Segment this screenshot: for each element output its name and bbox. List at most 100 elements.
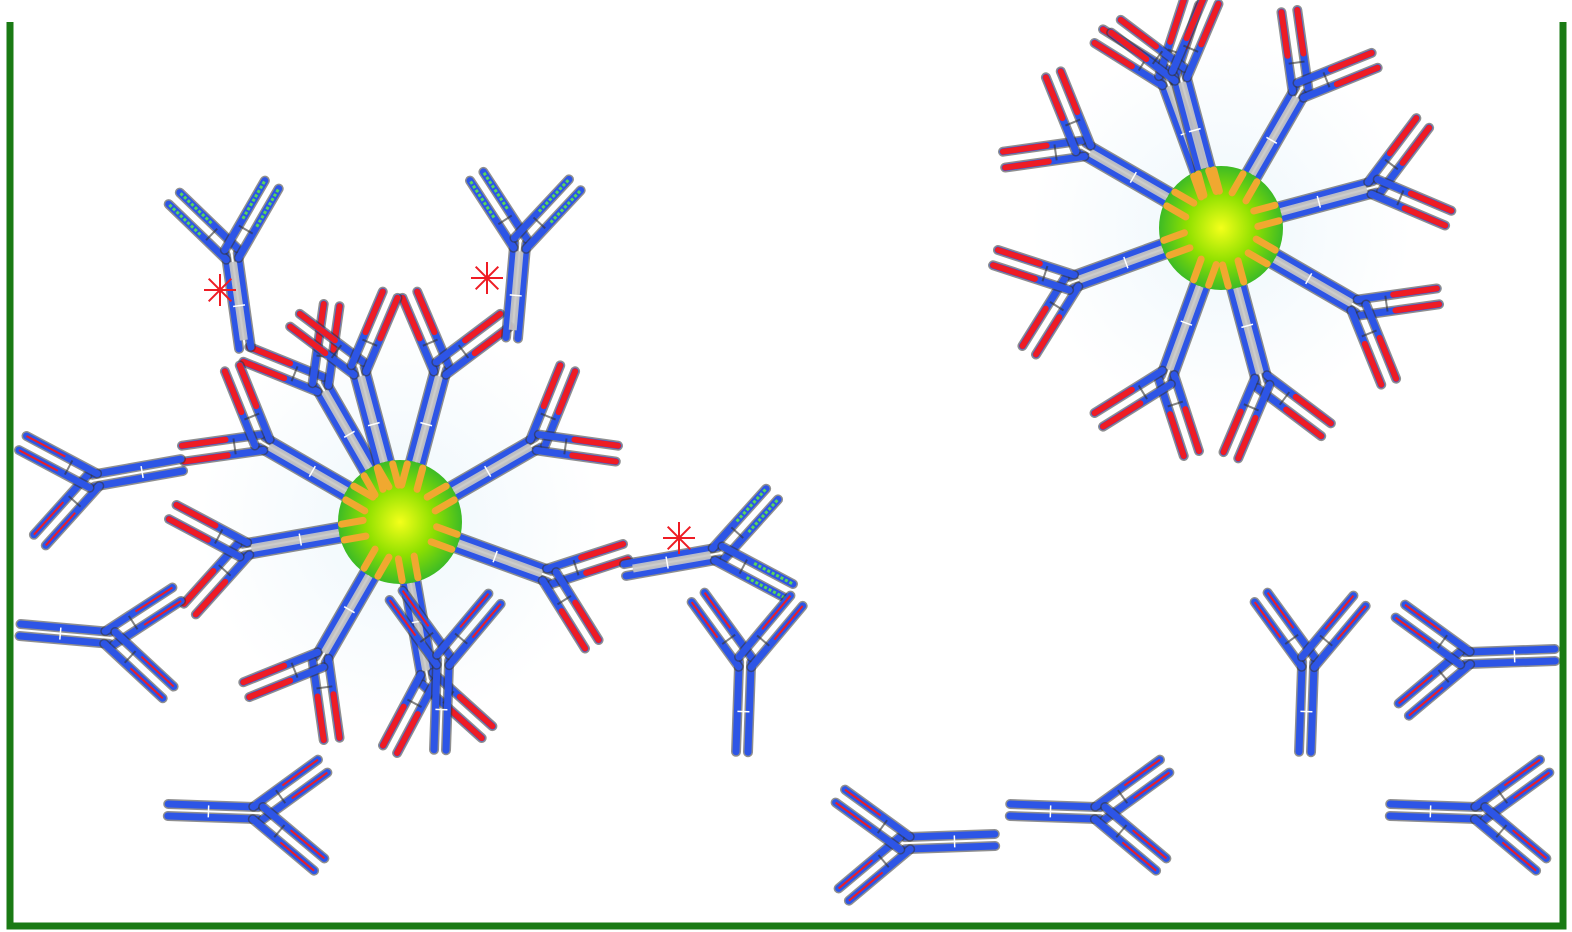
labelled-antibody-icon <box>618 483 798 604</box>
bead-bound-antibody-icon <box>1266 113 1457 231</box>
coupling-site <box>340 532 370 544</box>
bead-bound-antibody-icon <box>997 66 1183 212</box>
right-arm <box>709 541 798 604</box>
left-arm <box>833 832 916 906</box>
left-arm <box>100 582 187 650</box>
coupling-site <box>389 460 402 489</box>
coupling-site <box>342 496 369 515</box>
free-antibody-icon <box>1004 754 1175 876</box>
right-arm <box>99 626 179 704</box>
coupling-site <box>1163 202 1190 221</box>
right-arm <box>164 499 253 562</box>
coupling-site <box>360 472 379 499</box>
right-arm <box>988 245 1080 295</box>
free-antibody-icon <box>14 582 187 704</box>
coupling-site <box>433 523 461 538</box>
right-arm <box>1346 299 1402 390</box>
bead-bound-antibody-icon <box>1106 0 1224 183</box>
right-arm <box>1390 599 1475 670</box>
coupling-site <box>398 460 411 489</box>
right-arm <box>734 590 808 673</box>
right-arm <box>13 431 103 493</box>
coupling-site <box>427 538 456 553</box>
coupling-site <box>423 482 450 501</box>
free-antibody-icon <box>162 754 333 876</box>
right-arm <box>1089 802 1172 876</box>
coupling-site <box>1252 235 1279 254</box>
coupling-site <box>350 482 377 501</box>
bead-bound-antibody-icon <box>164 499 353 620</box>
marker-layer <box>204 262 695 554</box>
coupling-site <box>1194 170 1208 199</box>
bead-layer <box>337 166 1283 585</box>
right-arm <box>1040 66 1096 157</box>
free-antibody-icon <box>13 431 189 551</box>
coupling-site <box>1228 170 1247 197</box>
coupling-site <box>1242 178 1261 205</box>
bead-bound-antibody-icon <box>285 286 403 477</box>
coupling-site <box>1219 261 1232 290</box>
asterisk-marker-icon <box>663 522 695 554</box>
free-antibody-icon <box>1390 599 1561 721</box>
coupling-site <box>1205 261 1220 289</box>
right-arm <box>346 286 403 377</box>
coupling-site <box>1250 201 1279 215</box>
right-arm <box>509 174 586 254</box>
coupling-site <box>373 464 387 493</box>
coupling-site <box>394 555 406 585</box>
coupling-site <box>374 553 393 580</box>
free-antibody-icon <box>830 784 1001 906</box>
right-arm <box>1366 174 1457 231</box>
labelled-antibody-icon <box>163 175 284 354</box>
coupling-site <box>431 496 458 515</box>
coupling-site <box>1244 249 1271 268</box>
free-antibody-icon <box>686 587 808 758</box>
bead-bound-antibody-icon <box>397 286 515 477</box>
bead-bound-antibody-icon <box>1089 271 1214 461</box>
free-antibody-icon <box>1384 754 1555 876</box>
bead-bound-antibody-icon <box>176 360 362 506</box>
right-arm <box>238 647 329 703</box>
right-arm <box>1297 590 1371 673</box>
right-arm <box>219 360 275 451</box>
bead-bound-antibody-icon <box>443 529 633 654</box>
bead-bound-antibody-icon <box>1259 244 1445 390</box>
labelled-antibody-icon <box>464 166 586 344</box>
left-cluster-bead <box>337 460 462 585</box>
right-arm <box>830 784 915 855</box>
left-arm <box>1276 4 1314 97</box>
right-arm <box>377 669 440 758</box>
coupling-site <box>337 516 367 528</box>
asterisk-marker-icon <box>471 262 503 294</box>
coupling-site <box>1171 188 1198 207</box>
coupling-site <box>1254 217 1283 230</box>
right-arm <box>219 175 284 263</box>
free-antibody-icon <box>384 585 506 756</box>
bead-bound-antibody-icon <box>438 360 624 506</box>
coupling-site <box>360 545 379 572</box>
coupling-site <box>410 552 422 582</box>
right-arm <box>1089 365 1176 432</box>
coupling-site <box>1165 244 1194 259</box>
right-arm <box>537 567 604 654</box>
coupling-site <box>1234 257 1248 286</box>
right-arm <box>431 308 515 380</box>
bead-bound-antibody-icon <box>988 235 1178 360</box>
bead-bound-antibody-icon <box>1218 273 1336 464</box>
right-cluster-bead <box>1159 166 1283 290</box>
free-antibody-icon <box>1249 587 1371 758</box>
coupling-site <box>1190 255 1205 284</box>
right-arm <box>531 429 624 467</box>
right-arm <box>1292 47 1383 103</box>
antibody-layer <box>13 0 1561 906</box>
right-arm <box>247 802 330 876</box>
bead-halos <box>200 38 1411 722</box>
container-outline <box>6 22 1567 930</box>
coupling-site <box>413 464 427 493</box>
right-arm <box>1469 802 1552 876</box>
right-arm <box>1167 0 1224 83</box>
coupling-site <box>1160 229 1188 244</box>
bead-bound-antibody-icon <box>238 560 384 746</box>
asterisk-marker-icon <box>204 274 236 306</box>
